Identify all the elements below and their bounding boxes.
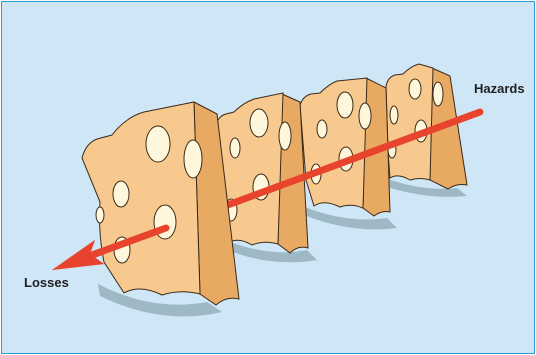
- slice-4-hole: [389, 105, 399, 125]
- cheese-slice-3: [299, 77, 397, 230]
- slice-3-shadow: [302, 206, 397, 230]
- slice-3-hole: [316, 119, 328, 139]
- slice-1-hole: [112, 180, 130, 208]
- slice-1-hole: [95, 206, 105, 224]
- slice-4-hole: [408, 78, 422, 100]
- slice-4-shadow: [382, 177, 467, 197]
- arrow-head-front: [52, 240, 104, 270]
- slice-1-hole: [145, 125, 171, 163]
- cheese-slice-4: [382, 63, 468, 197]
- losses-label: Losses: [24, 275, 69, 290]
- cheese-slice-1: [81, 101, 240, 317]
- slice-1-shadow: [98, 284, 222, 317]
- slice-2-hole: [229, 137, 241, 159]
- slice-1-hole: [183, 139, 203, 179]
- slice-3-face: [299, 77, 368, 209]
- slice-1-face: [81, 101, 201, 296]
- slice-2-hole: [278, 121, 292, 151]
- slice-4-face: [385, 63, 434, 181]
- hazards-label: Hazards: [474, 81, 525, 96]
- cheese-slice-2: [215, 92, 317, 263]
- slice-3-hole: [358, 102, 372, 130]
- slice-2-shadow: [220, 238, 317, 263]
- slice-3-hole: [336, 91, 354, 119]
- arrow-shaft-front: [80, 224, 170, 262]
- slice-2-hole: [249, 108, 269, 138]
- slice-1-side: [193, 101, 240, 306]
- slice-4-hole: [432, 81, 444, 107]
